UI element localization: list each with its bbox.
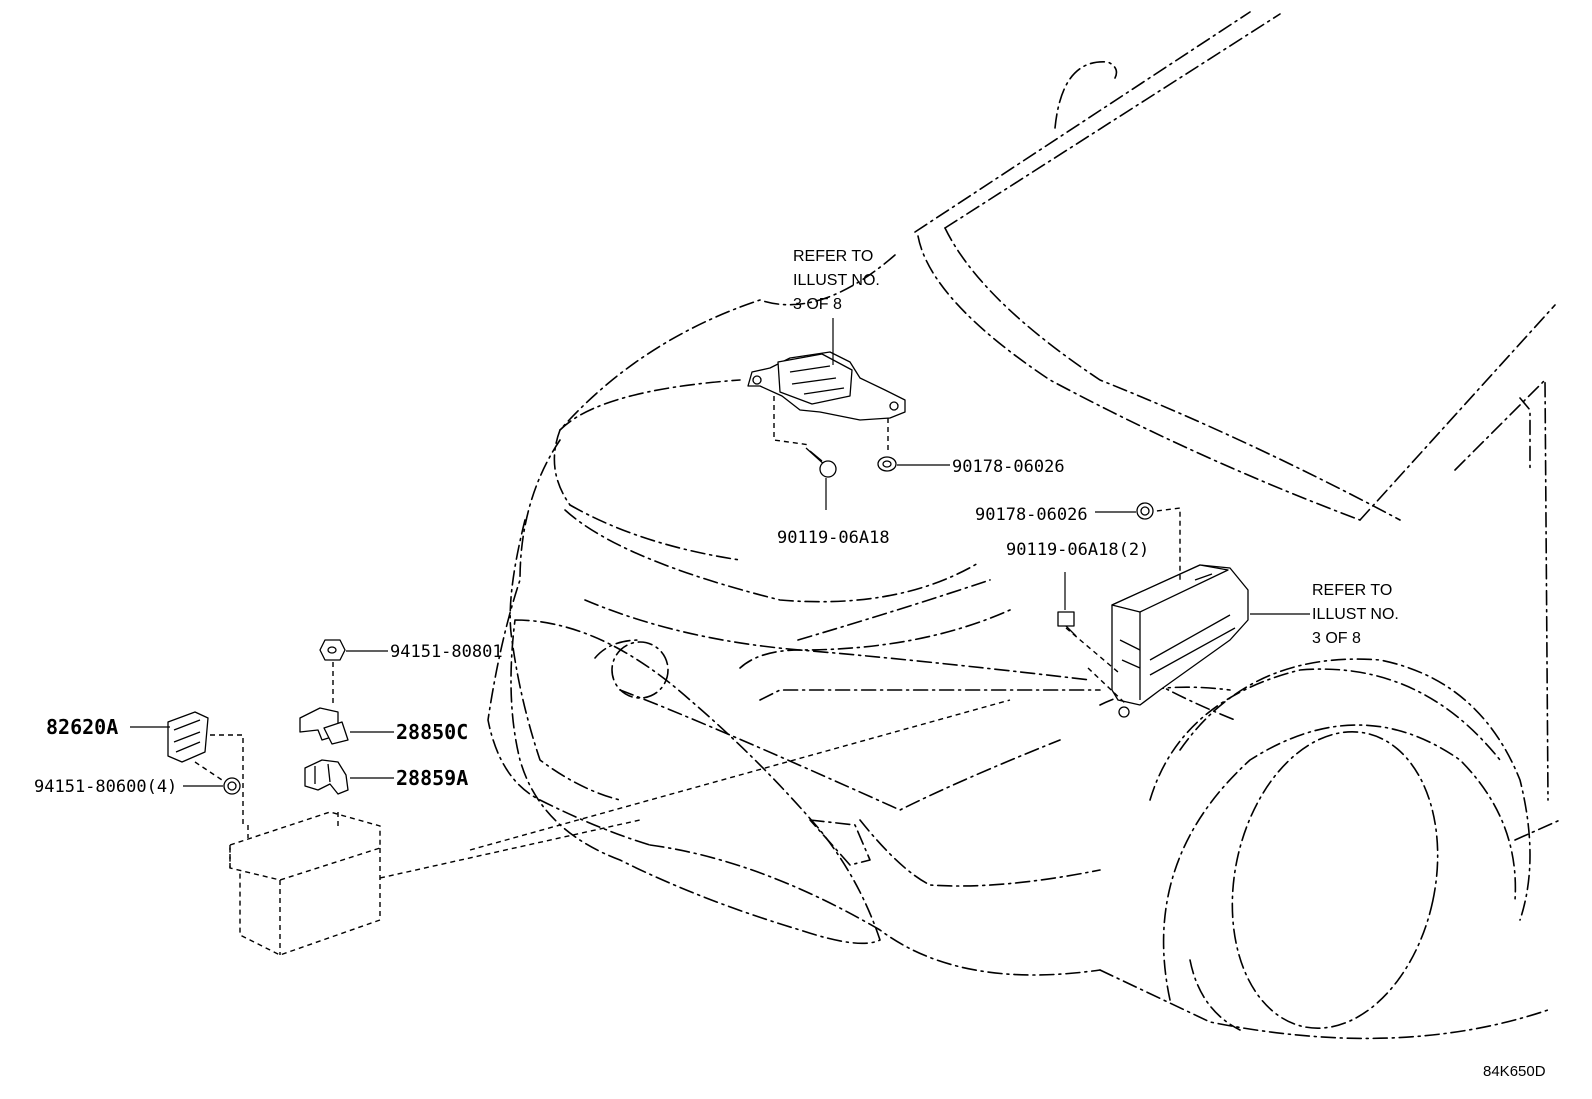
- part-label-94151-80600-4[interactable]: 94151-80600(4): [34, 777, 177, 797]
- illustration-code: 84K650D: [1483, 1063, 1546, 1080]
- nut-icon: [877, 456, 950, 472]
- part-label-90119-06a18-2[interactable]: 90119-06A18(2): [1006, 540, 1149, 560]
- terminal-28850c: [299, 707, 394, 745]
- bolt-icon: [805, 447, 837, 510]
- vehicle-outline: [487, 11, 1561, 1040]
- part-label-82620a[interactable]: 82620A: [46, 715, 118, 739]
- part-label-28850c[interactable]: 28850C: [396, 720, 468, 744]
- bracket-28859a: [304, 759, 394, 795]
- reference-note-top: REFER TO ILLUST NO. 3 OF 8: [793, 248, 880, 365]
- part-label-90178-06026-right[interactable]: 90178-06026: [975, 505, 1088, 525]
- part-label-94151-80801[interactable]: 94151-80801: [390, 642, 503, 662]
- top-module: [747, 351, 906, 450]
- part-label-90178-06026-top[interactable]: 90178-06026: [952, 457, 1065, 477]
- part-label-28859a[interactable]: 28859A: [396, 766, 468, 790]
- ref-right-line1: REFER TO: [1312, 582, 1392, 599]
- part-label-90119-06a18-top[interactable]: 90119-06A18: [777, 528, 890, 548]
- reference-note-right: REFER TO ILLUST NO. 3 OF 8: [1312, 582, 1399, 647]
- ref-top-line3: 3 OF 8: [793, 296, 842, 313]
- nut-icon-right: [1095, 502, 1154, 520]
- battery: [229, 699, 1011, 956]
- nut-icon-94151-80801: [319, 639, 388, 705]
- relay-block-82620a: [130, 711, 244, 828]
- ref-top-line2: ILLUST NO.: [793, 272, 880, 289]
- ref-top-line1: REFER TO: [793, 248, 873, 265]
- ref-right-line3: 3 OF 8: [1312, 630, 1361, 647]
- ref-right-line2: ILLUST NO.: [1312, 606, 1399, 623]
- right-module: [1065, 507, 1310, 718]
- nut-icon-94151-80600: [183, 777, 241, 795]
- bolt-icon-right: [1057, 572, 1077, 637]
